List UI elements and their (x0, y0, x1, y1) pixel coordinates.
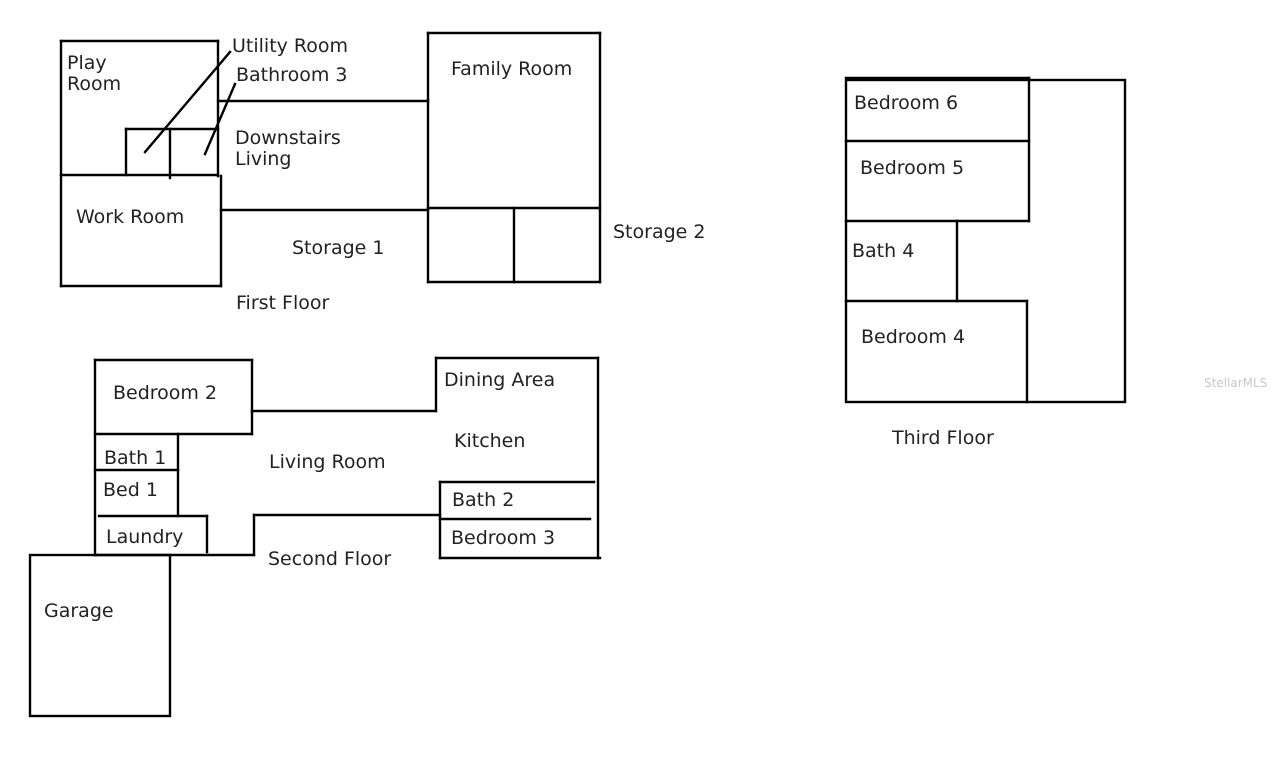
third-floor-outline (844, 78, 1127, 404)
utility-room-label: Utility Room (232, 35, 348, 57)
bath-4-label: Bath 4 (852, 240, 914, 262)
bedroom-3-label: Bedroom 3 (451, 527, 555, 549)
bathroom-3-pointer (203, 82, 237, 156)
downstairs-living-label-line-1: Downstairs (235, 127, 341, 149)
storage-2-label: Storage 2 (613, 221, 705, 243)
bath-1-label: Bath 1 (104, 447, 166, 469)
bedroom-5-label: Bedroom 5 (860, 157, 964, 179)
downstairs-living-label-line-2: Living (235, 148, 292, 170)
bathroom-3-label: Bathroom 3 (236, 64, 347, 86)
first-floor-plan: Play Room Utility Room Bathroom 3 Downst… (59, 31, 705, 314)
play-room-label-line-2: Room (67, 73, 121, 95)
second-floor-plan: Bedroom 2 Dining Area Kitchen Living Roo… (28, 356, 602, 718)
bedroom-2-label: Bedroom 2 (113, 382, 217, 404)
living-room-label: Living Room (269, 451, 386, 473)
utility-room-pointer (143, 50, 232, 154)
laundry-label: Laundry (106, 526, 183, 548)
bed-1-label: Bed 1 (103, 479, 158, 501)
work-room-label: Work Room (76, 206, 184, 228)
third-floor-caption: Third Floor (891, 427, 994, 449)
family-room-label: Family Room (451, 58, 572, 80)
kitchen-label: Kitchen (454, 430, 525, 452)
second-floor-caption: Second Floor (268, 548, 391, 570)
storage-1-label: Storage 1 (292, 237, 384, 259)
third-floor-plan: Bedroom 6 Bedroom 5 Bath 4 Bedroom 4 Thi… (844, 76, 1127, 449)
garage-outline (28, 553, 172, 718)
dining-area-label: Dining Area (444, 369, 555, 391)
bedroom-6-label: Bedroom 6 (854, 92, 958, 114)
first-floor-caption: First Floor (236, 292, 329, 314)
play-room-label-line-1: Play (67, 52, 107, 74)
watermark: StellarMLS (1204, 376, 1267, 390)
garage-label: Garage (44, 600, 114, 622)
bedroom-4-label: Bedroom 4 (861, 326, 965, 348)
bath-2-label: Bath 2 (452, 489, 514, 511)
